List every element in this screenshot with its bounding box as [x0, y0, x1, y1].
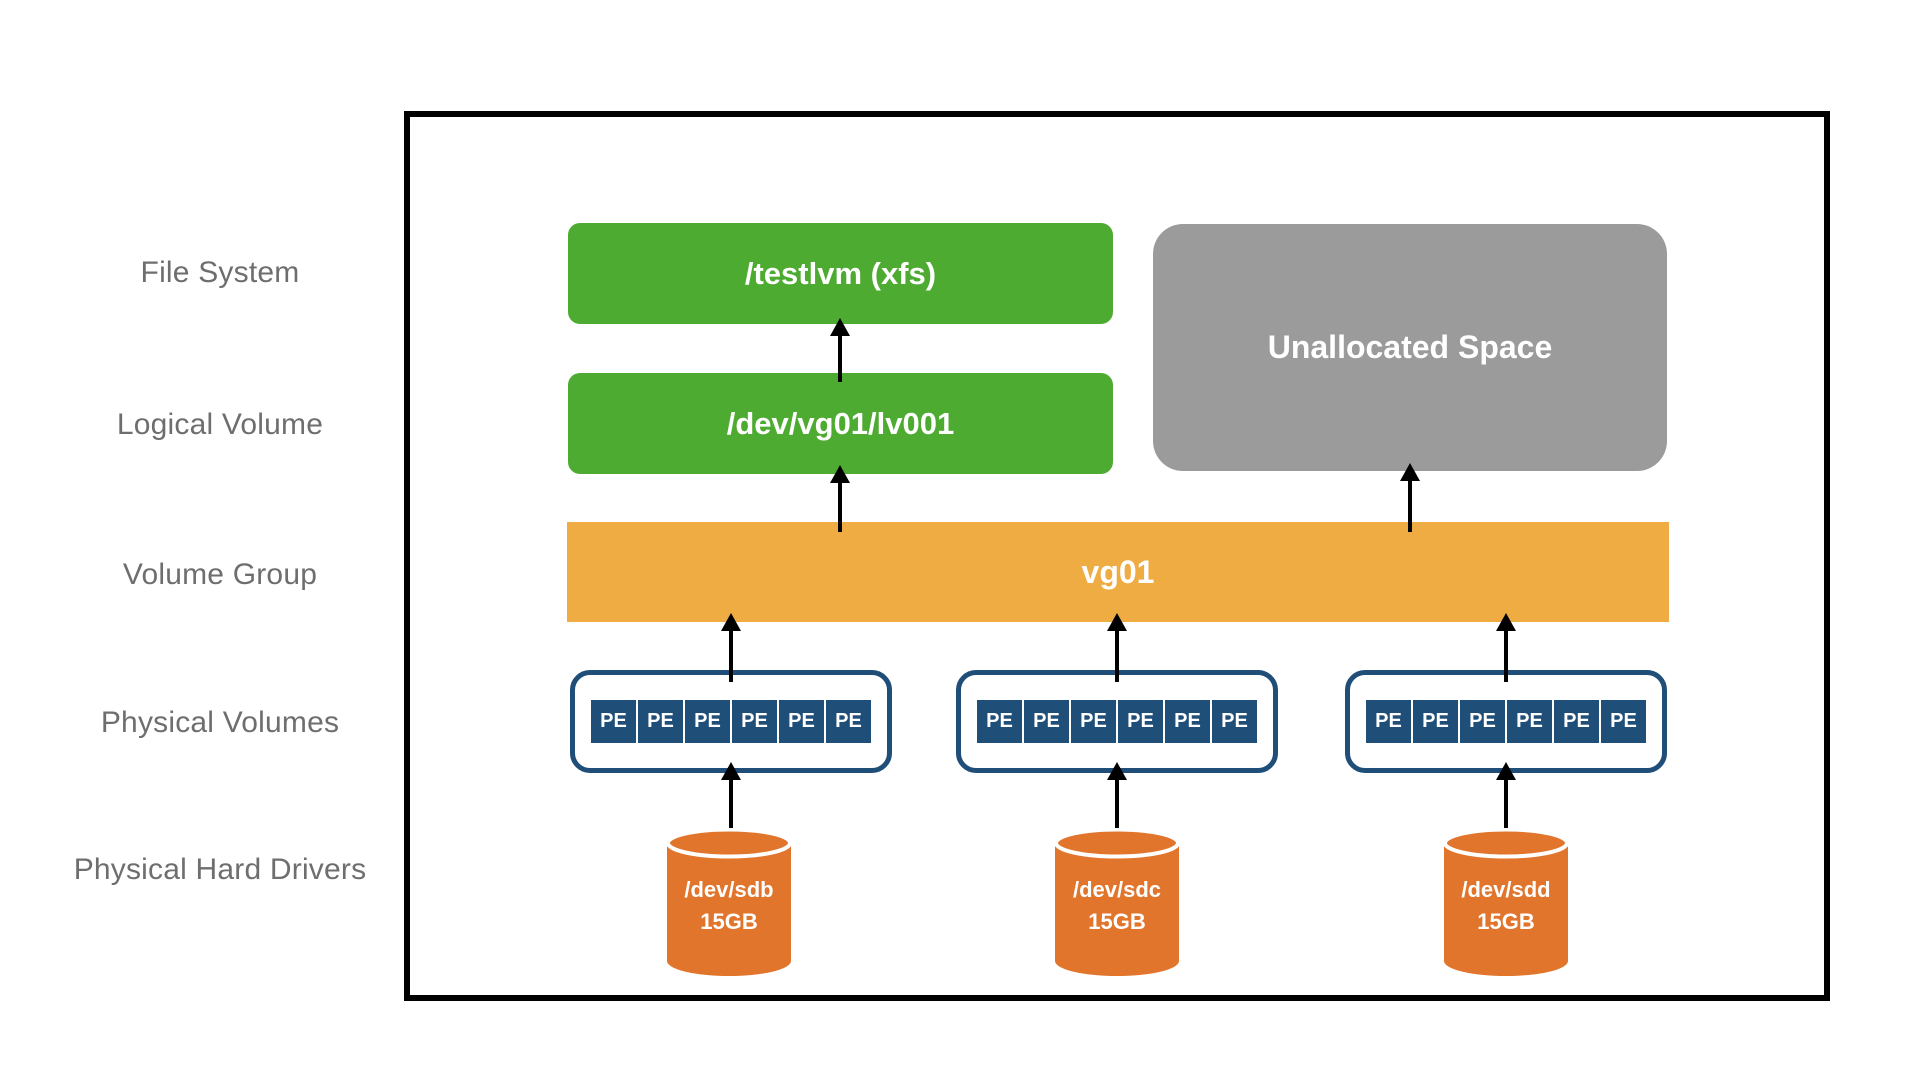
row-label-physical-volumes: Physical Volumes	[100, 706, 340, 739]
arrow-vg-to-lv	[830, 465, 850, 532]
pe-cell: PE	[1554, 700, 1599, 743]
disk-cylinder-sdb: /dev/sdb 15GB	[666, 828, 792, 978]
pe-cell: PE	[732, 700, 777, 743]
disk-device: /dev/sdd	[1461, 877, 1551, 902]
cylinder-shape	[666, 828, 792, 976]
arrow-sdc-to-pv2	[1107, 762, 1127, 828]
unallocated-space-label: Unallocated Space	[1267, 329, 1553, 365]
physical-volume-box-2: PE PE PE PE PE PE	[956, 670, 1278, 773]
file-system-label: /testlvm (xfs)	[744, 255, 937, 291]
arrow-lv-to-fs	[830, 318, 850, 382]
disk-size: 15GB	[700, 909, 758, 934]
pe-cell: PE	[1165, 700, 1210, 743]
cylinder-shape	[1443, 828, 1569, 976]
disk-cylinder-sdd: /dev/sdd 15GB	[1443, 828, 1569, 978]
unallocated-space-box: Unallocated Space	[1153, 224, 1667, 471]
pe-strip: PE PE PE PE PE PE	[1366, 700, 1646, 743]
volume-group-bar: vg01	[567, 522, 1669, 622]
pe-cell: PE	[1366, 700, 1411, 743]
arrow-sdd-to-pv3	[1496, 762, 1516, 828]
row-label-physical-hard-drivers: Physical Hard Drivers	[73, 853, 367, 886]
pe-cell: PE	[638, 700, 683, 743]
volume-group-label: vg01	[1081, 553, 1155, 590]
arrow-pv1-to-vg	[721, 613, 741, 682]
pe-cell: PE	[977, 700, 1022, 743]
pe-cell: PE	[826, 700, 871, 743]
physical-volume-box-1: PE PE PE PE PE PE	[570, 670, 892, 773]
physical-volume-box-3: PE PE PE PE PE PE	[1345, 670, 1667, 773]
pe-cell: PE	[1601, 700, 1646, 743]
arrow-pv3-to-vg	[1496, 613, 1516, 682]
disk-size: 15GB	[1088, 909, 1146, 934]
disk-cylinder-sdc: /dev/sdc 15GB	[1054, 828, 1180, 978]
arrow-vg-to-unallocated	[1400, 463, 1420, 532]
cylinder-shape	[1054, 828, 1180, 976]
pe-cell: PE	[1071, 700, 1116, 743]
disk-device: /dev/sdc	[1072, 877, 1162, 902]
row-label-logical-volume: Logical Volume	[116, 408, 324, 441]
pe-cell: PE	[685, 700, 730, 743]
pe-cell: PE	[1460, 700, 1505, 743]
logical-volume-box: /dev/vg01/lv001	[568, 373, 1113, 474]
disk-label: /dev/sdd 15GB	[1443, 874, 1569, 938]
pe-cell: PE	[1212, 700, 1257, 743]
pe-cell: PE	[1507, 700, 1552, 743]
arrow-sdb-to-pv1	[721, 762, 741, 828]
pe-strip: PE PE PE PE PE PE	[591, 700, 871, 743]
file-system-box: /testlvm (xfs)	[568, 223, 1113, 324]
pe-cell: PE	[1118, 700, 1163, 743]
pe-strip: PE PE PE PE PE PE	[977, 700, 1257, 743]
disk-device: /dev/sdb	[684, 877, 774, 902]
disk-size: 15GB	[1477, 909, 1535, 934]
arrow-pv2-to-vg	[1107, 613, 1127, 682]
row-label-volume-group: Volume Group	[122, 558, 318, 591]
disk-label: /dev/sdc 15GB	[1054, 874, 1180, 938]
row-label-file-system: File System	[140, 256, 300, 289]
pe-cell: PE	[779, 700, 824, 743]
pe-cell: PE	[1024, 700, 1069, 743]
pe-cell: PE	[591, 700, 636, 743]
pe-cell: PE	[1413, 700, 1458, 743]
logical-volume-label: /dev/vg01/lv001	[726, 405, 955, 441]
disk-label: /dev/sdb 15GB	[666, 874, 792, 938]
